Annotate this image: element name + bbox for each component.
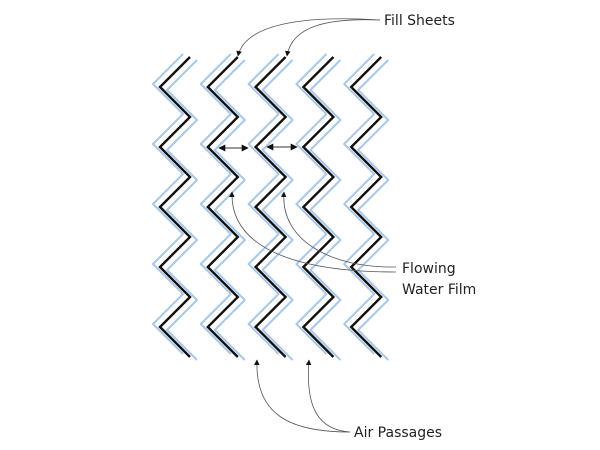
air-passages-leader [305, 359, 351, 433]
flowing-water-film-label-line2: Water Film [402, 282, 476, 298]
fill-sheets-group [152, 53, 390, 361]
fill-sheets-leader [236, 18, 381, 57]
fill-sheet [343, 53, 390, 361]
flowing-water-film-label-line1: Flowing [402, 261, 456, 277]
fill-sheets-leader [285, 19, 381, 57]
water-film-line [295, 53, 328, 355]
sheet-line [349, 56, 383, 358]
fill-sheet [247, 53, 294, 361]
sheet-line [206, 56, 240, 358]
water-film-line [261, 59, 294, 361]
fill-sheets-label: Fill Sheets [384, 13, 455, 29]
air-passages-leader [254, 359, 351, 433]
water-film-line [343, 53, 376, 355]
water-film-line [213, 59, 246, 361]
water-film-line [247, 53, 280, 355]
sheet-line [301, 56, 336, 358]
fill-sheet [295, 53, 342, 361]
water-film-line [199, 53, 232, 355]
water-film-line [152, 53, 184, 355]
sheet-line [253, 56, 288, 358]
water-film-leader [280, 191, 397, 268]
water-film-line [309, 59, 342, 361]
fill-sheet [152, 53, 198, 361]
air-passages-label: Air Passages [354, 425, 442, 441]
water-film-leader [229, 191, 397, 273]
sheet-line [158, 56, 192, 358]
water-film-line [357, 59, 390, 361]
fill-sheet [199, 53, 246, 361]
water-film-line [166, 59, 198, 361]
